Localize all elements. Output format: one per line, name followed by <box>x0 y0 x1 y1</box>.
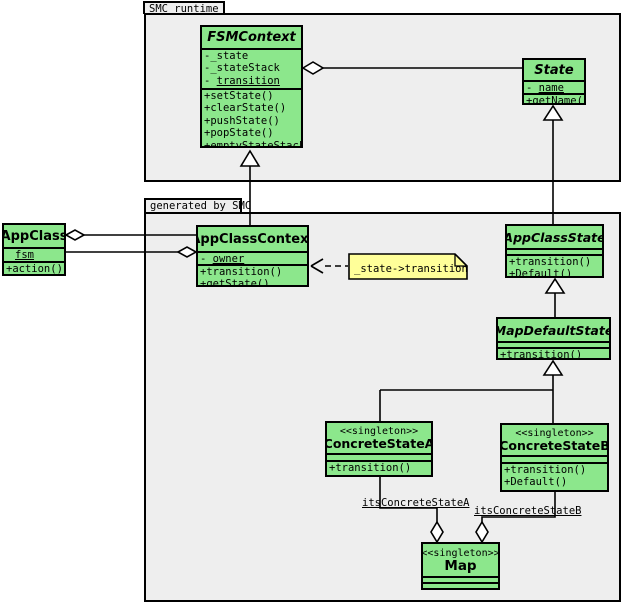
class-fsmcontext: FSMContext -_state -_stateStack - transi… <box>200 25 303 148</box>
package-tab-smc-runtime: SMC runtime <box>143 1 225 15</box>
class-concretestateb: <<singleton>> ConcreteStateB +transition… <box>500 423 609 492</box>
class-title: ConcreteStateB <box>502 437 607 453</box>
edge-map-concretestateb-aggregation <box>475 492 556 544</box>
methods-compartment: +transition() <box>498 347 609 358</box>
attributes-compartment <box>498 341 609 347</box>
method: +popState() <box>204 127 274 140</box>
method: +pushState() <box>204 114 280 127</box>
attributes-compartment: - owner <box>198 251 307 264</box>
class-title: AppClassContext <box>198 231 307 247</box>
attributes-compartment <box>502 455 607 462</box>
method: +clearState() <box>204 102 287 115</box>
method: +transition() <box>509 256 592 268</box>
attributes-compartment <box>423 576 498 582</box>
methods-compartment: +transition() +Default() <box>502 462 607 490</box>
class-appclass: AppClass fsm +action() <box>2 223 66 276</box>
role-label-itsconcretestatea: itsConcreteStateA <box>362 497 470 509</box>
class-title: FSMContext <box>207 30 296 45</box>
attribute: fsm <box>15 249 34 261</box>
method: +setState() <box>204 90 274 102</box>
methods-compartment: +transition() +Default() <box>507 254 602 276</box>
methods-compartment: +transition() <box>327 460 431 475</box>
edge-appclasscontext-appclass-aggregation <box>66 246 198 258</box>
class-mapdefaultstate: MapDefaultState +transition() <box>496 317 611 360</box>
edge-appclass-appclasscontext-aggregation <box>64 229 197 241</box>
class-appclassstate: AppClassState +transition() +Default() <box>505 224 604 278</box>
attributes-compartment <box>507 248 602 254</box>
methods-compartment: +action() <box>4 261 64 274</box>
note: _state->transition() <box>348 253 469 280</box>
class-map: <<singleton>> Map <box>421 542 500 590</box>
methods-compartment: +getName() <box>524 93 584 103</box>
method: +Default() <box>504 476 568 489</box>
stereotype: <<singleton>> <box>423 547 498 559</box>
note-text: _state->transition() <box>354 263 469 275</box>
role-label-itsconcretestateb: itsConcreteStateB <box>474 505 582 517</box>
class-header: <<singleton>> ConcreteStateA <box>327 423 431 453</box>
edge-mapdefaultstate-appclassstate-generalization <box>544 277 566 318</box>
method: +emptyStateStack() <box>204 139 301 146</box>
attribute: - owner <box>200 253 245 264</box>
attributes-compartment <box>327 453 431 460</box>
method: +transition() <box>329 462 412 474</box>
attributes-compartment: -_state -_stateStack - transition <box>202 48 301 88</box>
method: +action() <box>6 263 63 274</box>
edge-map-concretestatea-aggregation <box>379 477 444 544</box>
attributes-compartment: fsm <box>4 247 64 261</box>
edge-appclassstate-state-generalization <box>542 104 564 225</box>
stereotype: <<singleton>> <box>339 425 419 437</box>
method: +getName() <box>526 95 584 103</box>
class-state: State - name +getName() <box>522 58 586 105</box>
method: +transition() <box>200 266 283 278</box>
class-title: ConcreteStateA <box>327 435 431 451</box>
attribute: - transition <box>204 74 280 87</box>
attributes-compartment: - name <box>524 80 584 93</box>
edge-fsmcontext-state-aggregation <box>301 61 522 75</box>
package-label: SMC runtime <box>149 3 219 15</box>
stereotype: <<singleton>> <box>515 427 594 439</box>
class-title: AppClassState <box>507 229 602 245</box>
edge-note-anchor <box>310 258 348 274</box>
class-appclasscontext: AppClassContext - owner +transition() +g… <box>196 225 309 287</box>
edge-appclasscontext-fsmcontext-generalization <box>239 149 261 226</box>
class-header: <<singleton>> ConcreteStateB <box>502 425 607 455</box>
class-concretestatea: <<singleton>> ConcreteStateA +transition… <box>325 421 433 477</box>
class-title: AppClass <box>4 228 64 244</box>
attribute: - name <box>526 82 564 93</box>
edge-concretestates-mapdefaultstate-generalization <box>379 359 564 424</box>
method: +Default() <box>509 268 573 276</box>
attribute: -_stateStack <box>204 62 280 75</box>
class-title: State <box>534 62 574 78</box>
methods-compartment: +setState() +clearState() +pushState() +… <box>202 88 301 146</box>
method: +transition() <box>504 464 587 476</box>
package-tab-generated-by-smc: generated by SMC <box>144 198 251 212</box>
method: +getState() <box>200 278 270 285</box>
class-title: Map <box>444 557 477 574</box>
method: +transition() <box>500 349 583 358</box>
class-header: <<singleton>> Map <box>423 544 498 576</box>
class-title: MapDefaultState <box>498 322 609 338</box>
package-label: generated by SMC <box>150 200 252 212</box>
attribute: -_state <box>204 50 249 62</box>
methods-compartment: +transition() +getState() <box>198 264 307 285</box>
methods-compartment <box>423 582 498 588</box>
